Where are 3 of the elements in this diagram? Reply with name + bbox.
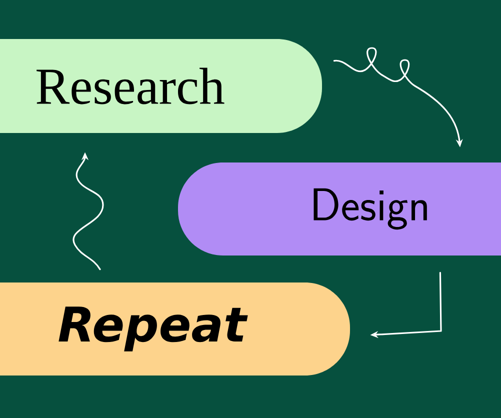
pill-box: Repeat	[0, 282, 350, 376]
pill-box: Design	[178, 162, 501, 256]
pill-box: Research	[0, 39, 322, 133]
